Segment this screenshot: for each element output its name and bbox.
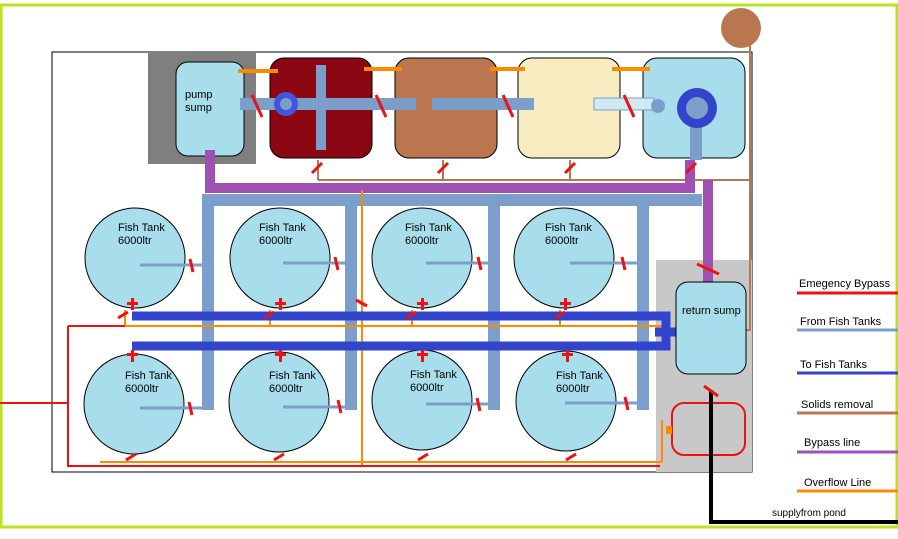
return-sump-label: return sump [682,305,741,317]
valves [117,94,720,462]
fish-tanks [83,207,617,455]
tank-2-name: Fish Tank [259,222,306,234]
from-fish-tanks-pipes [202,194,702,410]
tank-7-name: Fish Tank [410,369,457,381]
to-fish-tanks-line [132,311,694,351]
tank-7-capacity: 6000ltr [410,382,444,394]
overflow-valve [666,426,672,434]
pond-supply-line [709,390,898,524]
tank-4-name: Fish Tank [545,222,592,234]
emergency-bypass-line [0,325,660,467]
legend-from-fish-tanks-label: From Fish Tanks [800,316,882,328]
tank-2-capacity: 6000ltr [259,235,293,247]
legend-overflow-line-label: Overflow Line [804,477,871,489]
supply-label: supplyfrom pond [772,508,846,519]
inlet-markers [127,298,573,362]
tank-1-capacity: 6000ltr [118,235,152,247]
legend-emergency-bypass-label: Emegency Bypass [799,278,891,290]
fish-tank-labels: Fish Tank 6000ltr Fish Tank 6000ltr Fish… [118,222,603,395]
tank-5-capacity: 6000ltr [125,383,159,395]
top-overflow-links [238,67,650,73]
tank-5-name: Fish Tank [125,370,172,382]
legend: Emegency Bypass From Fish Tanks To Fish … [797,278,898,493]
legend-bypass-line-label: Bypass line [804,437,860,449]
tank-6-capacity: 6000ltr [269,383,303,395]
tank-3-name: Fish Tank [405,222,452,234]
tank-1-name: Fish Tank [118,222,165,234]
tank-8-name: Fish Tank [556,370,603,382]
outer-frame [0,3,898,529]
return-sump-tank [675,281,747,375]
tank-8-capacity: 6000ltr [556,383,590,395]
tank-6-name: Fish Tank [269,370,316,382]
legend-to-fish-tanks-label: To Fish Tanks [800,359,868,371]
pump-sump-label-1: pump [185,89,213,101]
solids-collector [721,8,761,48]
pump-sump-label-2: sump [185,102,212,114]
tank-4-capacity: 6000ltr [545,235,579,247]
bypass-line [205,150,713,290]
tank-3-capacity: 6000ltr [405,235,439,247]
legend-solids-removal-label: Solids removal [801,399,873,411]
